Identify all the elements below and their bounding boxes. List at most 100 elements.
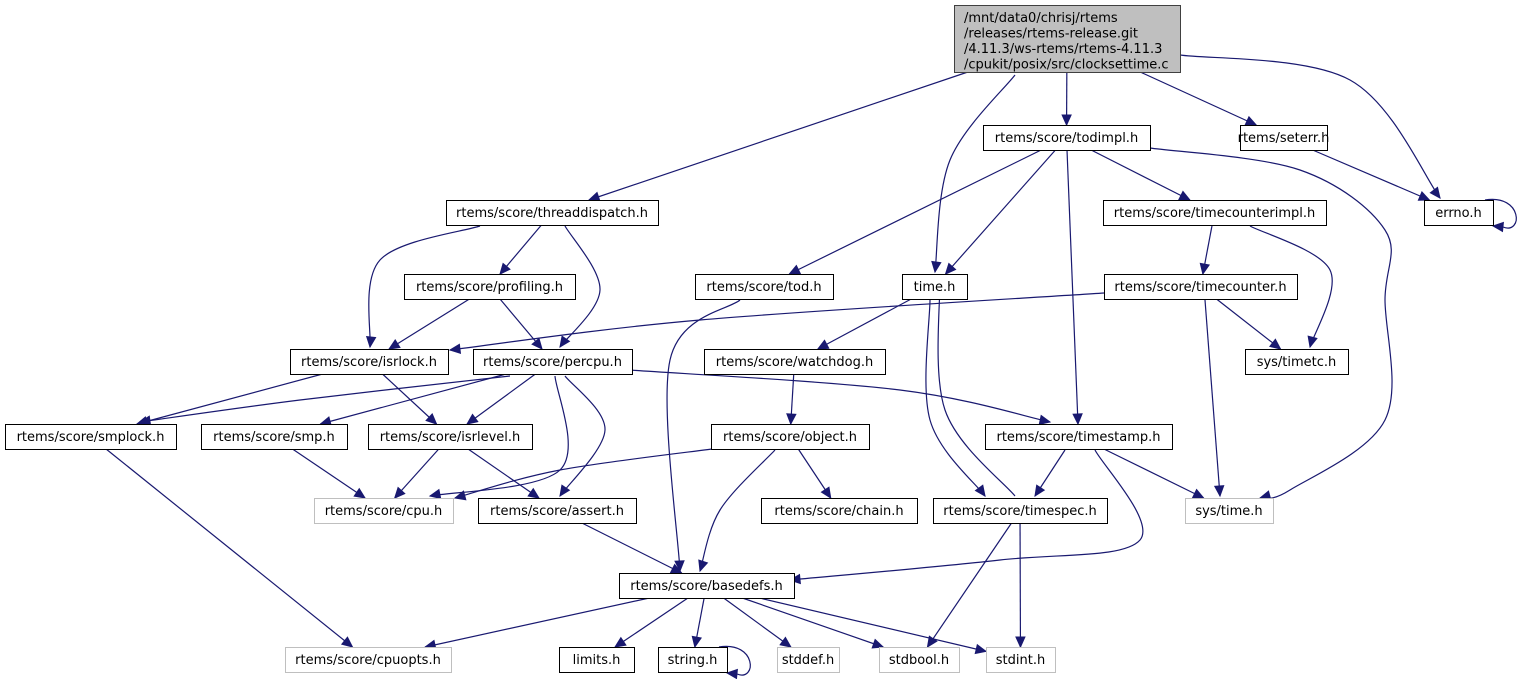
node-box[interactable] [404,274,576,300]
edge-line [742,597,884,648]
edge-line [699,449,776,572]
node-box[interactable] [478,498,637,524]
node-profiling[interactable]: rtems/score/profiling.h [404,274,576,300]
edge-arrowhead [1491,221,1504,233]
node-box[interactable] [704,349,886,375]
edge-line [499,298,543,350]
edge-arrowhead [1199,262,1210,276]
node-box[interactable] [711,424,870,450]
node-todimpl[interactable]: rtems/score/todimpl.h [983,125,1151,151]
node-label: limits.h [573,653,621,668]
edge-line [1249,225,1333,348]
node-box[interactable] [695,274,834,300]
edge-line [139,375,511,423]
node-box[interactable] [1104,274,1298,300]
node-root[interactable]: /mnt/data0/chrisj/rtems/releases/rtems-r… [954,5,1181,73]
node-errno[interactable]: errno.h [1424,200,1494,226]
edge-arrowhead [1307,335,1318,349]
edge-arrowhead [1268,338,1282,350]
node-stdint: stdint.h [986,647,1056,673]
edge-line [425,597,650,648]
node-isrlock[interactable]: rtems/score/isrlock.h [290,349,449,375]
edge-arrowhead [816,339,830,350]
node-box[interactable] [619,573,795,599]
edge-timecounterimpl-to-timecounter [1199,224,1213,276]
node-limits[interactable]: limits.h [559,647,635,673]
node-box[interactable] [902,274,968,300]
node-percpu[interactable]: rtems/score/percpu.h [473,349,633,375]
node-timespec[interactable]: rtems/score/timespec.h [933,498,1108,524]
edge-line [934,74,1016,273]
edge-arrowhead [365,335,377,349]
node-box[interactable] [290,349,449,375]
node-basedefs[interactable]: rtems/score/basedefs.h [619,573,795,599]
node-label: rtems/score/profiling.h [416,280,563,295]
node-label: rtems/score/cpu.h [325,504,443,519]
edge-tod-to-basedefs [666,299,741,573]
node-box[interactable] [1103,200,1327,226]
node-label: rtems/seterr.h [1238,131,1330,146]
node-box[interactable] [761,498,918,524]
node-tod[interactable]: rtems/score/tod.h [695,274,834,300]
node-string[interactable]: string.h [658,647,728,673]
node-box[interactable] [658,647,728,673]
node-label: rtems/score/timestamp.h [996,430,1160,445]
node-threaddispatch[interactable]: rtems/score/threaddispatch.h [446,200,659,226]
node-smplock[interactable]: rtems/score/smplock.h [5,424,177,450]
node-box[interactable] [368,424,533,450]
edge-timecounterimpl-to-timetc [1249,225,1333,349]
node-label: /releases/rtems-release.git [964,27,1138,42]
nodes-layer: /mnt/data0/chrisj/rtems/releases/rtems-r… [5,5,1494,673]
node-chain[interactable]: rtems/score/chain.h [761,498,918,524]
edge-root-to-seterr [1140,71,1258,126]
node-label: /mnt/data0/chrisj/rtems [964,11,1118,26]
edge-line [789,449,1144,581]
node-box[interactable] [985,424,1173,450]
node-seterr[interactable]: rtems/seterr.h [1238,125,1330,151]
node-box[interactable] [201,424,348,450]
edge-basedefs-to-stdint [759,597,988,655]
edge-arrowhead [871,638,885,649]
node-smp[interactable]: rtems/score/smp.h [201,424,348,450]
node-box[interactable] [1240,125,1328,151]
edge-line [388,298,470,350]
node-timecounterimpl[interactable]: rtems/score/timecounterimpl.h [1103,200,1327,226]
node-box[interactable] [1424,200,1494,226]
node-label: stdint.h [996,653,1045,668]
node-label: rtems/score/todimpl.h [995,131,1138,146]
edge-arrowhead [1072,413,1083,426]
edge-percpu-to-isrlevel [466,373,536,425]
node-box[interactable] [1245,349,1349,375]
node-box[interactable] [473,349,633,375]
edge-arrowhead [931,260,942,274]
edge-profiling-to-isrlock [388,298,470,350]
node-box[interactable] [559,647,635,673]
node-timecounter[interactable]: rtems/score/timecounter.h [1104,274,1298,300]
node-timestamp[interactable]: rtems/score/timestamp.h [985,424,1173,450]
edge-arrowhead [340,636,354,648]
edge-arrowhead [559,484,571,498]
node-box[interactable] [446,200,659,226]
node-watchdog[interactable]: rtems/score/watchdog.h [704,349,886,375]
node-object[interactable]: rtems/score/object.h [711,424,870,450]
edge-smplock-to-cpuopts [105,448,354,648]
node-timetc[interactable]: sys/timetc.h [1245,349,1349,375]
edge-root-to-time [931,74,1016,274]
node-box[interactable] [983,125,1151,151]
edge-line [817,298,912,350]
node-box[interactable] [954,5,1181,73]
edge-line [1103,448,1204,499]
self-edge-errno [1484,198,1517,233]
node-assert[interactable]: rtems/score/assert.h [478,498,637,524]
edge-line [1312,149,1430,201]
node-time[interactable]: time.h [902,274,968,300]
node-box[interactable] [933,498,1108,524]
edge-arrowhead [531,337,543,350]
node-label: rtems/score/smp.h [213,430,335,445]
edge-basedefs-to-cpuopts [423,597,650,650]
node-cpu: rtems/score/cpu.h [314,498,454,524]
edge-todimpl-to-tod [788,149,1042,275]
edge-line [629,369,1051,423]
node-isrlevel[interactable]: rtems/score/isrlevel.h [368,424,533,450]
node-box[interactable] [5,424,177,450]
